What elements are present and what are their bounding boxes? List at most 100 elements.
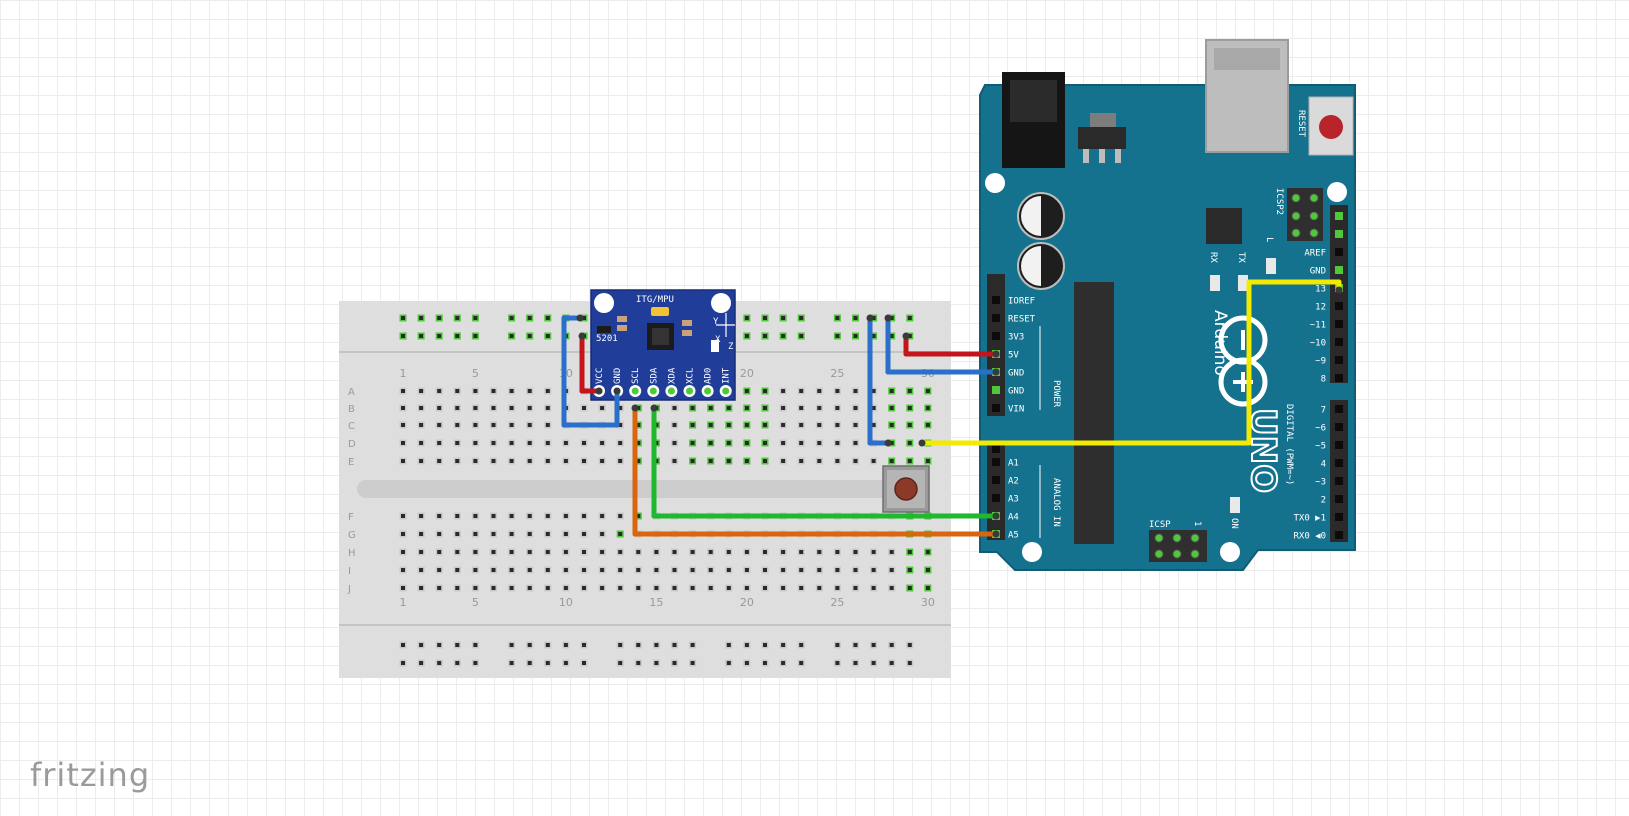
digital-pin-label: RX0 ◀0 xyxy=(1293,532,1326,542)
icsp2-pin xyxy=(1291,228,1301,238)
sensor-chip-label: 5201 xyxy=(596,334,618,344)
icsp2-pin xyxy=(1309,211,1319,221)
digital-pin-label: TX0 ▶1 xyxy=(1293,514,1326,524)
icsp-pin xyxy=(1154,549,1164,559)
header-pin[interactable] xyxy=(1335,423,1343,431)
header-pin[interactable] xyxy=(1335,513,1343,521)
wires[interactable] xyxy=(561,279,1343,538)
analog-pin-label: A3 xyxy=(1008,495,1019,505)
wire-blue-rail-jumper[interactable] xyxy=(867,315,891,446)
header-pin[interactable] xyxy=(1335,459,1343,467)
header-pin[interactable] xyxy=(992,404,1000,412)
voltage-regulator xyxy=(1078,127,1126,149)
header-pin[interactable] xyxy=(1335,302,1343,310)
header-pin[interactable] xyxy=(1335,338,1343,346)
header-pin[interactable] xyxy=(992,332,1000,340)
wire-yellow-button-d13[interactable] xyxy=(919,279,1342,446)
wire-endpoints xyxy=(576,286,1343,538)
push-button-cap[interactable] xyxy=(894,477,918,501)
wire-orange-scl-a5[interactable] xyxy=(632,405,999,537)
power-header xyxy=(987,274,1005,416)
svg-text:X: X xyxy=(715,335,721,345)
arduino-brand: Arduino xyxy=(1210,310,1230,376)
svg-text:Z: Z xyxy=(728,342,734,352)
wire-endpoint xyxy=(992,350,1000,358)
header-pin[interactable] xyxy=(992,458,1000,466)
sensor-led xyxy=(711,340,719,352)
arduino-board xyxy=(979,84,1356,571)
power-pin-label: RESET xyxy=(1008,315,1036,325)
mounting-hole xyxy=(1022,542,1042,562)
power-pin-label: GND xyxy=(1008,369,1024,379)
breadboard-row-label: D xyxy=(348,439,356,450)
arduino-uno[interactable]: RESET ICSP2 RX TX L Arduino ™ UNO ON ICS… xyxy=(979,39,1356,571)
header-pin[interactable] xyxy=(992,494,1000,502)
header-pin[interactable] xyxy=(1335,230,1343,238)
header-pin[interactable] xyxy=(1335,320,1343,328)
icsp-pin1-label: 1 xyxy=(1192,521,1202,526)
wire-endpoint xyxy=(1335,286,1343,294)
on-led xyxy=(1230,497,1240,513)
mounting-hole xyxy=(985,173,1005,193)
header-pin[interactable] xyxy=(992,314,1000,322)
header-pin[interactable] xyxy=(1335,477,1343,485)
breadboard-row-label: H xyxy=(348,548,356,559)
breadboard-column-label: 10 xyxy=(559,596,573,609)
analog-pin-label: A1 xyxy=(1008,459,1019,469)
header-pin[interactable] xyxy=(992,386,1000,394)
digital-pin-label: 4 xyxy=(1321,460,1326,470)
header-pin[interactable] xyxy=(1335,374,1343,382)
wire-green-sda-a4[interactable] xyxy=(651,405,999,519)
header-pin[interactable] xyxy=(1335,248,1343,256)
icsp-pin xyxy=(1190,549,1200,559)
wire-endpoint xyxy=(866,314,874,322)
wire-red-vcc[interactable] xyxy=(579,333,602,394)
header-pin[interactable] xyxy=(992,476,1000,484)
header-pin[interactable] xyxy=(1335,356,1343,364)
wire-endpoint xyxy=(902,332,910,340)
analog-in-label: ANALOG IN xyxy=(1051,478,1061,527)
header-pin[interactable] xyxy=(1335,405,1343,413)
reset-button[interactable] xyxy=(1319,115,1343,139)
usb-chip xyxy=(1206,208,1242,244)
power-pin-label: VIN xyxy=(1008,405,1024,415)
digital-header-high xyxy=(1330,205,1348,383)
icsp-pin xyxy=(1172,549,1182,559)
wire-endpoint xyxy=(595,387,603,395)
header-pin[interactable] xyxy=(1335,531,1343,539)
header-pin[interactable] xyxy=(992,296,1000,304)
power-pin-label: 3V3 xyxy=(1008,333,1024,343)
breadboard-column-label: 5 xyxy=(472,367,479,380)
digital-pin-label: ~11 xyxy=(1310,321,1326,331)
on-label: ON xyxy=(1229,518,1239,529)
header-pin[interactable] xyxy=(1335,495,1343,503)
digital-pin-label: 2 xyxy=(1321,496,1326,506)
icsp2-pin xyxy=(1291,211,1301,221)
header-pin[interactable] xyxy=(1335,441,1343,449)
digital-pin-label: 8 xyxy=(1321,375,1326,385)
icsp2-pin xyxy=(1309,228,1319,238)
rx-led xyxy=(1210,275,1220,291)
mounting-hole xyxy=(1220,542,1240,562)
sensor-pin-label: SCL xyxy=(631,368,641,384)
digital-pin-label: ~10 xyxy=(1310,339,1326,349)
push-button[interactable] xyxy=(882,465,930,513)
breadboard-column-label: 20 xyxy=(740,367,754,380)
sensor-pin-label: AD0 xyxy=(704,368,714,384)
header-pin[interactable] xyxy=(1335,212,1343,220)
wire-blue-sensor-gnd[interactable] xyxy=(561,315,620,428)
breadboard-row-label: G xyxy=(348,530,356,541)
usb-port-inner xyxy=(1214,48,1280,70)
breadboard-row-label: C xyxy=(348,421,355,432)
wire-blue-gnd[interactable] xyxy=(885,315,999,375)
breadboard-column-label: 20 xyxy=(740,596,754,609)
power-label: POWER xyxy=(1051,380,1061,408)
wire-endpoint xyxy=(578,332,586,340)
header-pin[interactable] xyxy=(1335,266,1343,274)
breadboard-row-label: A xyxy=(348,387,355,398)
wire-red-5v[interactable] xyxy=(903,333,999,357)
breadboard-column-label: 5 xyxy=(472,596,479,609)
sensor-pin-label: GND xyxy=(613,368,623,384)
